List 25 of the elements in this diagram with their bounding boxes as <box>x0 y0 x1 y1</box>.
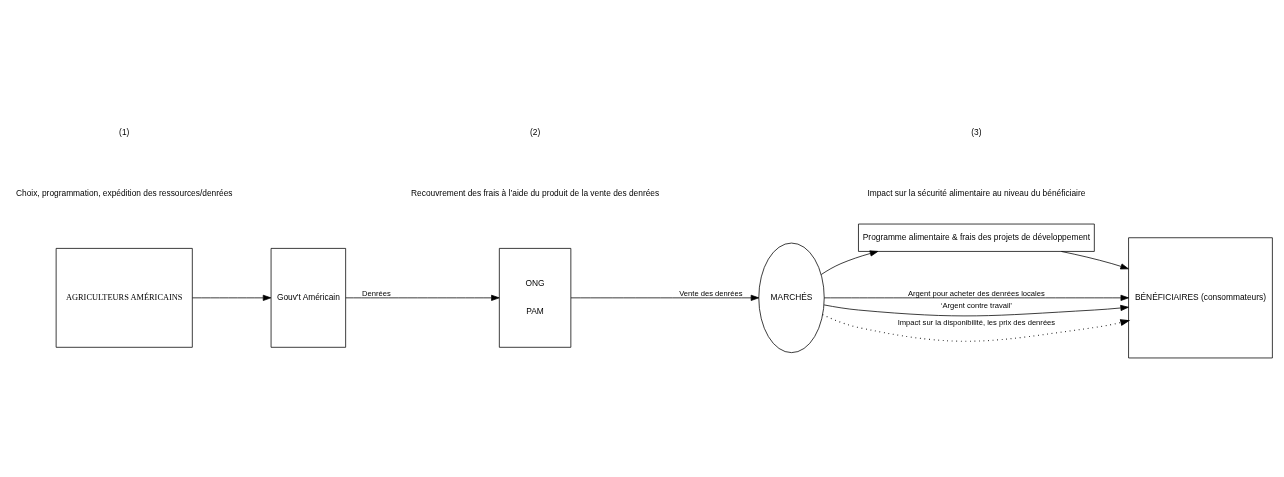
label: Impact sur la sécurité alimentaire au niveau du bénéficiaire <box>867 187 1086 198</box>
node-box: ONG PAM <box>498 248 572 348</box>
node-box: Programme alimentaire & frais des projets de développement <box>858 223 1095 252</box>
arrow <box>192 294 272 301</box>
label: (1) <box>119 126 130 137</box>
edge-label: Impact sur la disponibilité, les prix des denrées <box>897 318 1056 328</box>
arrow <box>823 294 1129 301</box>
arrow <box>570 294 760 301</box>
arrow <box>345 294 500 301</box>
label: (2) <box>529 126 541 137</box>
arrow <box>1061 251 1129 270</box>
arrow <box>822 314 1131 342</box>
edge-label: Argent pour acheter des denrées locales <box>908 288 1045 298</box>
edge-label: Denrées <box>362 288 391 298</box>
label: Choix, programmation, expédition des ressources/denrées <box>15 187 233 198</box>
node-box: BÉNÉFICIAIRES (consommateurs) <box>1128 237 1273 359</box>
label: Recouvrement des frais à l’aide du produit de la vente des denrées <box>411 187 660 198</box>
edge-label: ‘Argent contre travail’ <box>940 300 1013 310</box>
arrow <box>820 250 879 275</box>
node-ellipse: MARCHÉS <box>758 242 825 353</box>
arrow <box>823 304 1129 317</box>
node-box: AGRICULTEURS AMÉRICAINS <box>55 248 193 348</box>
label: (3) <box>971 126 982 137</box>
node-box: Gouv't Américain <box>270 248 346 348</box>
edge-label: Vente des denrées <box>679 288 743 298</box>
